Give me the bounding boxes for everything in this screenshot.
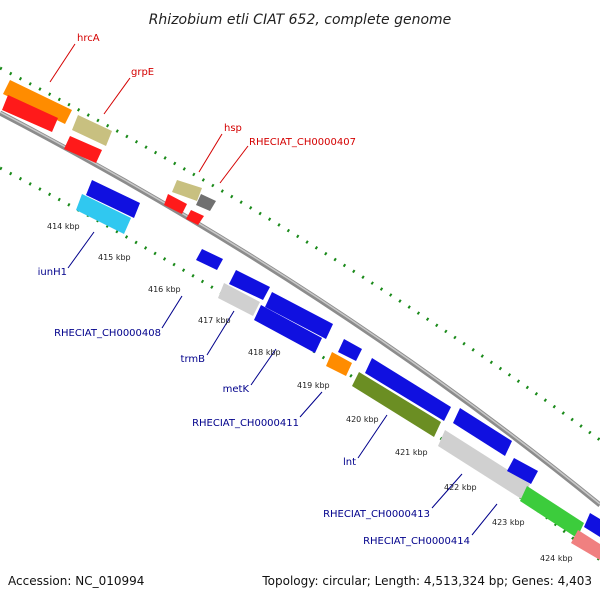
gene-red xyxy=(2,95,58,132)
gene-olive xyxy=(172,180,202,201)
label-leader xyxy=(431,473,463,509)
gene-label-lnt: lnt xyxy=(343,457,356,468)
gene-label-grpE: grpE xyxy=(131,67,154,78)
label-leader xyxy=(198,133,223,173)
gene-blue xyxy=(254,305,322,353)
gene-label-rheciat-ch0000413: RHECIAT_CH0000413 xyxy=(323,509,430,520)
label-leader xyxy=(219,145,249,184)
tick-label: 419 kbp xyxy=(297,381,330,390)
gene-blue xyxy=(265,292,333,339)
gene-blue xyxy=(453,408,512,456)
tick-label: 418 kbp xyxy=(248,348,281,357)
gene-silver xyxy=(218,283,260,316)
gene-label-trmB: trmB xyxy=(181,354,206,365)
genome-backbone-highlight xyxy=(0,111,600,505)
inner-tick-track xyxy=(0,166,600,562)
gene-gray xyxy=(196,194,216,211)
label-leader xyxy=(103,77,131,115)
gene-blue xyxy=(365,358,451,421)
tick-label: 424 kbp xyxy=(540,554,573,563)
gene-label-rheciat-ch0000414: RHECIAT_CH0000414 xyxy=(363,536,470,547)
label-leader xyxy=(299,391,323,418)
gene-blue xyxy=(338,339,362,361)
gene-dark-olive xyxy=(352,372,441,437)
gene-blue xyxy=(507,458,538,484)
label-leader xyxy=(250,348,277,386)
tick-label: 417 kbp xyxy=(198,316,231,325)
gene-red xyxy=(164,194,187,214)
gene-blue xyxy=(196,249,223,270)
gene-red xyxy=(186,210,204,225)
gene-silver xyxy=(438,430,530,500)
gene-label-hrcA: hrcA xyxy=(77,33,100,44)
tick-label: 415 kbp xyxy=(98,253,131,262)
gene-orange xyxy=(326,352,352,376)
gene-orange xyxy=(3,80,72,124)
gene-label-rheciat-ch0000408: RHECIAT_CH0000408 xyxy=(54,328,161,339)
gene-label-iunH1: iunH1 xyxy=(38,267,67,278)
gene-label-hsp: hsp xyxy=(224,123,242,134)
tick-label: 420 kbp xyxy=(346,415,379,424)
tick-label: 414 kbp xyxy=(47,222,80,231)
gene-red xyxy=(64,136,102,163)
label-leader xyxy=(161,295,183,329)
gene-blue xyxy=(86,180,140,218)
gene-label-rheciat-ch0000407: RHECIAT_CH0000407 xyxy=(249,137,356,148)
gene-olive xyxy=(72,115,112,146)
label-leader xyxy=(357,414,388,459)
accession-text: Accession: NC_010994 xyxy=(8,574,144,588)
gene-cyan xyxy=(76,194,131,234)
topology-text: Topology: circular; Length: 4,513,324 bp… xyxy=(261,574,592,588)
gene-label-rheciat-ch0000411: RHECIAT_CH0000411 xyxy=(192,418,299,429)
tick-label: 416 kbp xyxy=(148,285,181,294)
label-leader xyxy=(206,310,235,356)
tick-label: 421 kbp xyxy=(395,448,428,457)
tick-label: 423 kbp xyxy=(492,518,525,527)
gene-pink xyxy=(571,530,600,560)
label-leader xyxy=(67,231,95,269)
tick-label: 422 kbp xyxy=(444,483,477,492)
gene-blue xyxy=(584,513,600,537)
genome-backbone xyxy=(0,110,600,507)
label-leader xyxy=(49,43,76,83)
gene-label-metK: metK xyxy=(223,384,250,395)
map-title: Rhizobium etli CIAT 652, complete genome xyxy=(149,12,452,28)
label-leader xyxy=(471,503,498,536)
gene-blue xyxy=(229,270,270,300)
gene-green xyxy=(520,486,584,538)
